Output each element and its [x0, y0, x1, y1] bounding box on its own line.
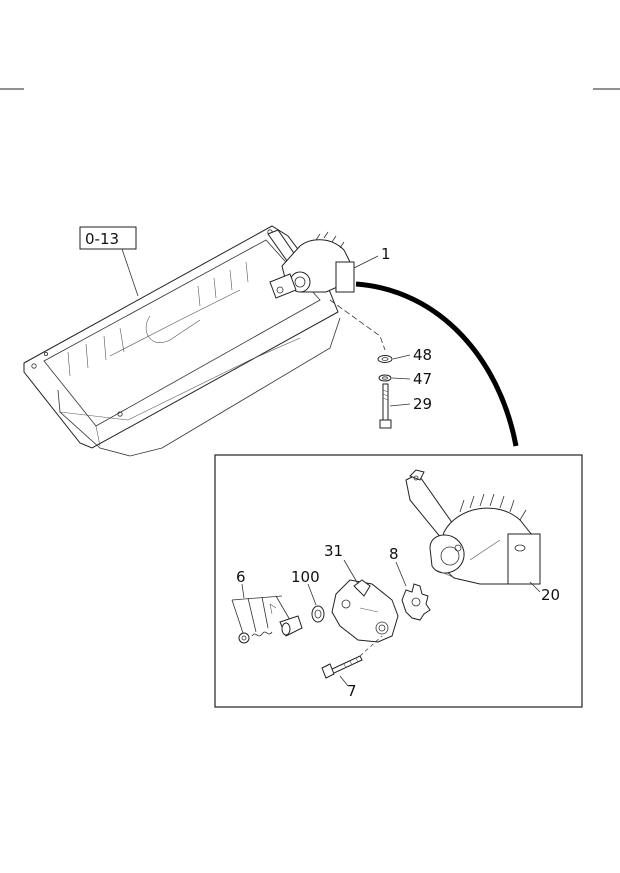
callout-31: 31 [324, 542, 343, 560]
callout-8: 8 [389, 545, 399, 563]
oring-100[interactable] [311, 605, 325, 623]
bolt-29[interactable] [379, 383, 392, 429]
callout-47: 47 [413, 370, 432, 388]
callout-100: 100 [291, 568, 320, 586]
relief-valve-set-6[interactable] [231, 595, 303, 644]
callout-7: 7 [347, 682, 357, 700]
callout-20: 20 [541, 586, 560, 604]
reference-box-label: 0-13 [85, 230, 119, 248]
reference-box[interactable]: 0-13 [79, 226, 139, 297]
detail-box [214, 454, 583, 708]
washer-47[interactable] [378, 374, 392, 382]
callout-6: 6 [236, 568, 246, 586]
pump-body-20[interactable] [405, 469, 541, 585]
oil-pan [23, 225, 341, 457]
gear-8[interactable] [401, 583, 431, 621]
callout-1: 1 [381, 245, 391, 263]
cover-31[interactable] [331, 579, 399, 643]
callout-48: 48 [413, 346, 432, 364]
oil-pump-assembly-small[interactable] [267, 229, 355, 299]
detail-arrow [355, 281, 519, 447]
bolt-7[interactable] [321, 655, 363, 679]
washer-48[interactable] [377, 355, 393, 363]
callout-29: 29 [413, 395, 432, 413]
